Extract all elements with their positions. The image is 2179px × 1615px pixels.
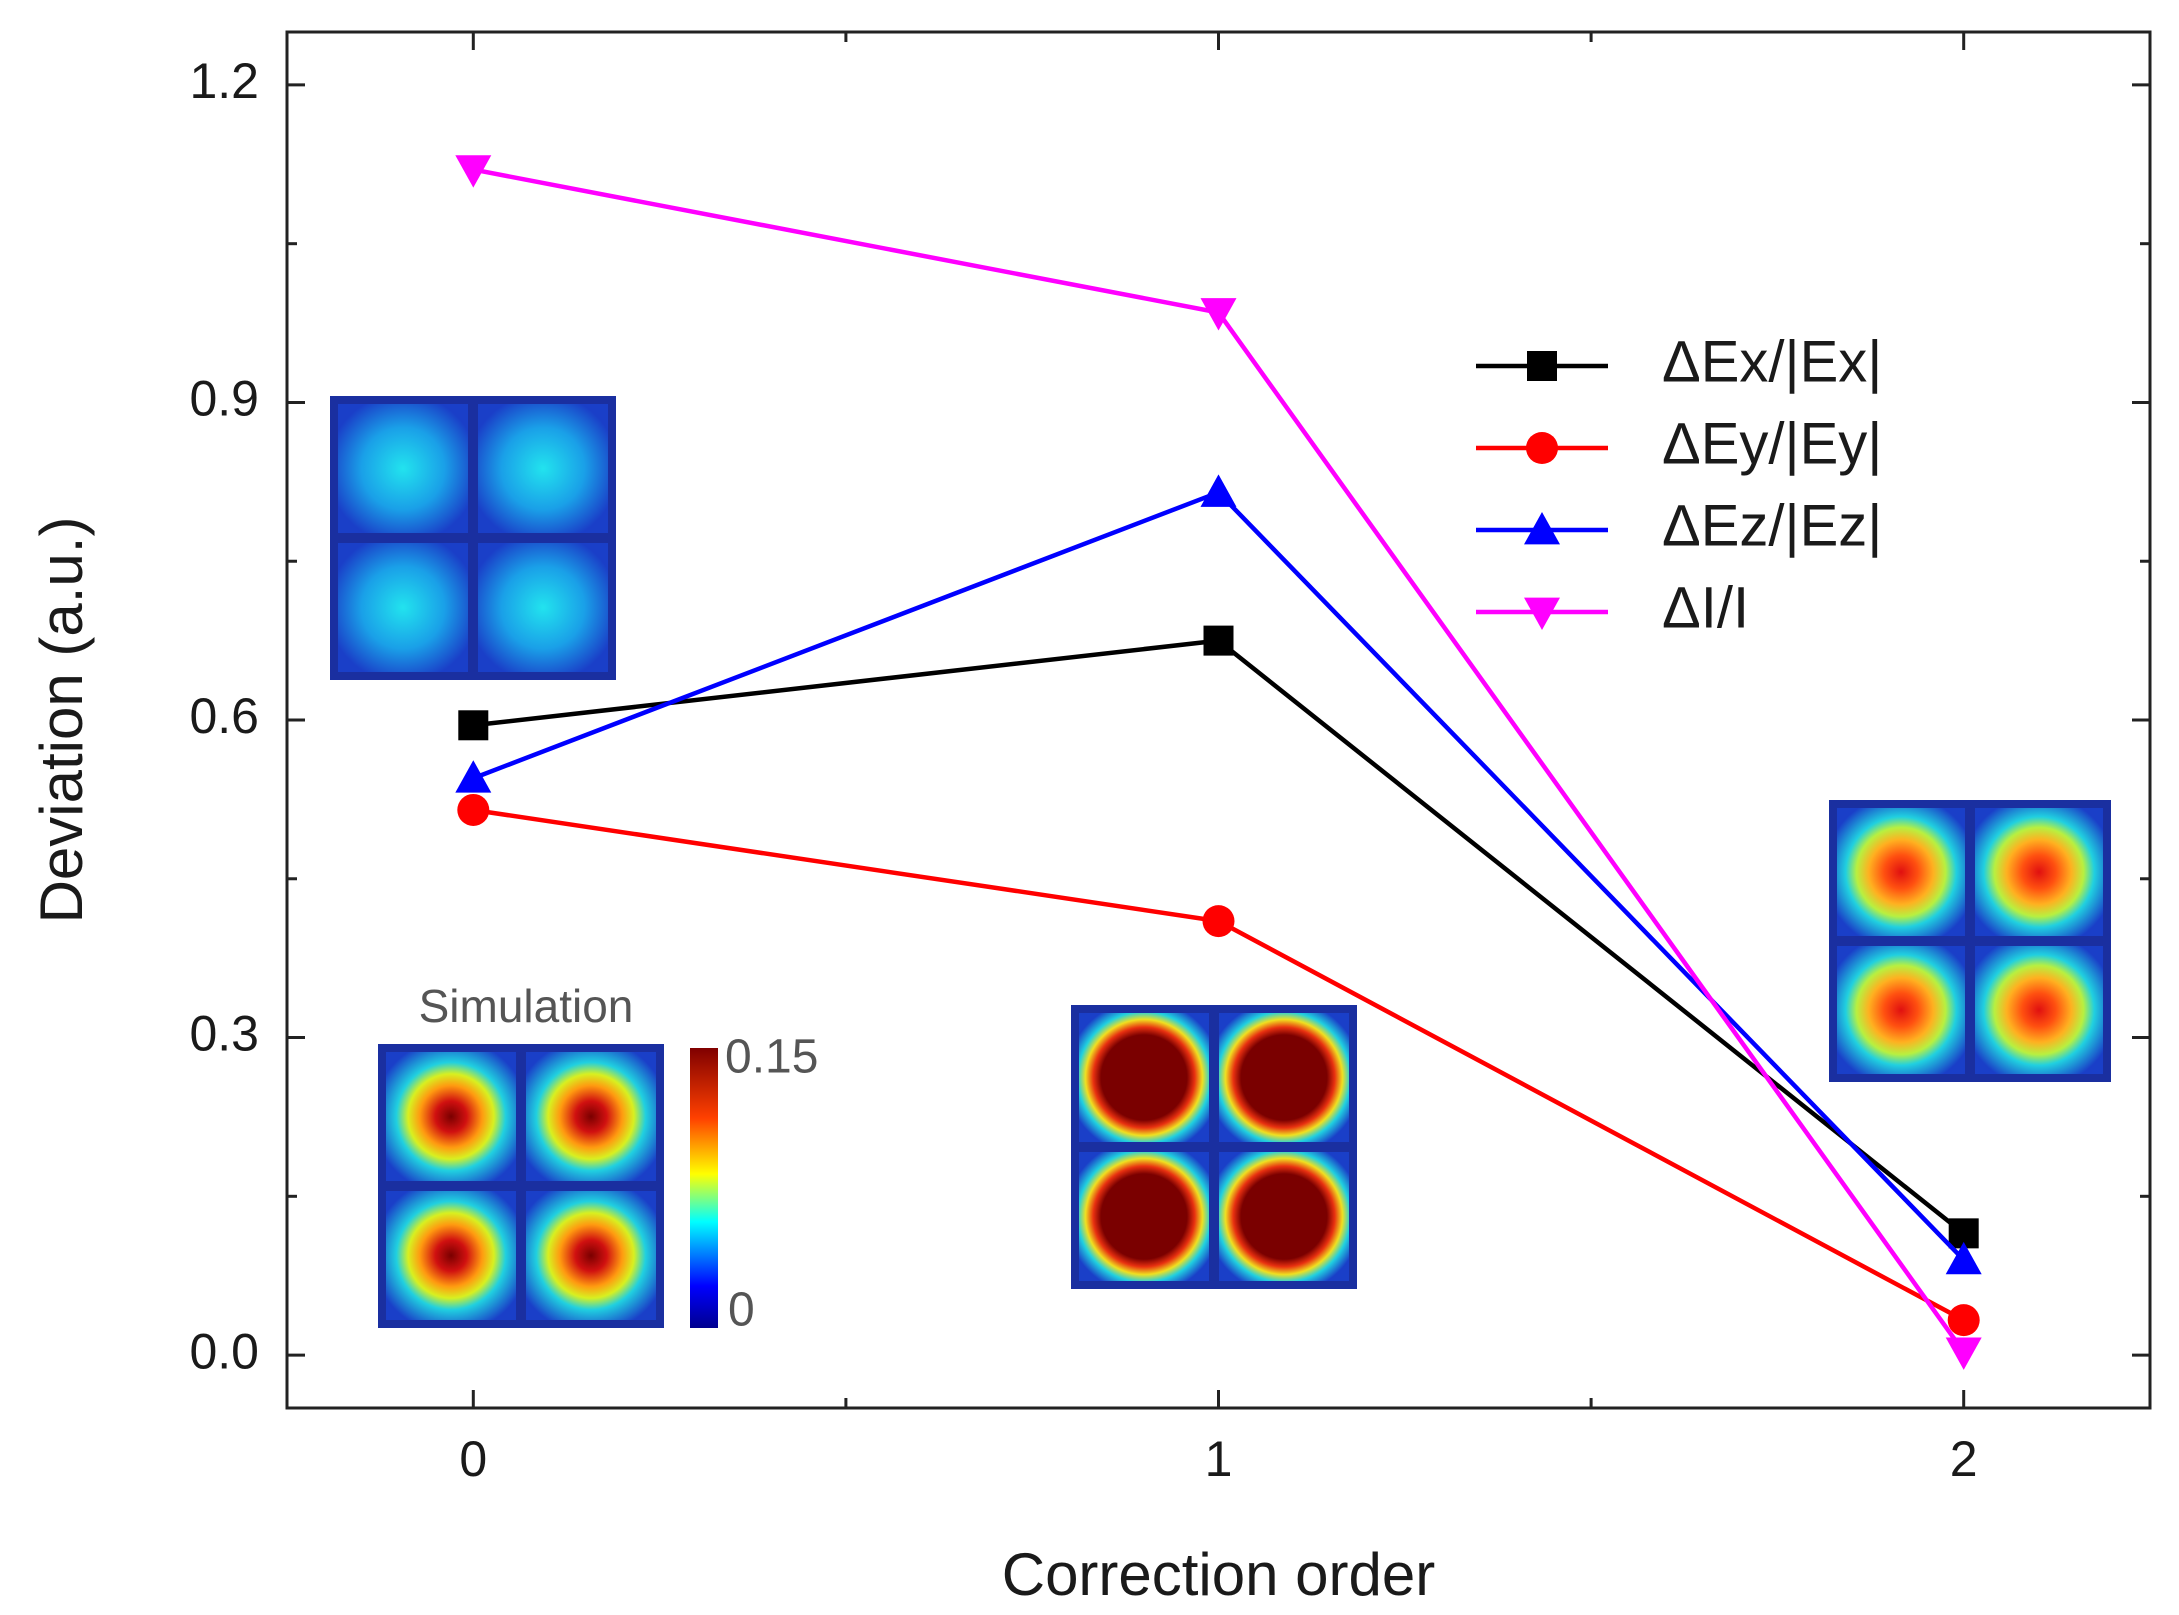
x-tick-label: 1	[1205, 1431, 1233, 1487]
series-group	[458, 625, 1979, 1249]
series-layer	[455, 155, 1982, 1370]
legend-label: ΔEy/|Ey|	[1662, 411, 1882, 476]
inset-cell	[1079, 1152, 1209, 1281]
y-axis-title: Deviation (a.u.)	[28, 517, 95, 924]
inset-cell	[1219, 1013, 1349, 1142]
heatmap-inset	[1829, 800, 2111, 1082]
data-point	[455, 760, 492, 793]
inset-cell	[1837, 946, 1965, 1074]
data-point	[1200, 474, 1237, 507]
y-tick-label: 0.0	[189, 1323, 259, 1379]
inset-cell	[1837, 808, 1965, 936]
inset-cell	[526, 1191, 656, 1320]
data-point	[455, 155, 492, 188]
inset-caption: Simulation	[419, 980, 634, 1032]
inset-cell	[478, 543, 608, 672]
legend-label: ΔEx/|Ex|	[1662, 329, 1882, 394]
data-point	[458, 710, 489, 741]
inset-cell	[386, 1191, 516, 1320]
inset-cell	[338, 404, 468, 533]
data-point	[457, 793, 490, 826]
inset-cell	[478, 404, 608, 533]
data-point	[1945, 1241, 1982, 1275]
series-group	[457, 793, 1980, 1337]
series-group	[455, 155, 1982, 1370]
legend-entry: ΔEz/|Ez|	[1476, 493, 1882, 558]
heatmap-inset	[330, 396, 616, 680]
legend: ΔEx/|Ex| ΔEy/|Ey| ΔEz/|Ez| ΔI/I	[1476, 329, 1882, 640]
y-tick-label: 1.2	[189, 53, 259, 109]
y-tick-label: 0.3	[189, 1006, 259, 1062]
colorbar-min-label: 0	[728, 1284, 755, 1337]
legend-marker	[1524, 597, 1560, 630]
inset-cell	[386, 1052, 516, 1181]
data-point	[1200, 298, 1237, 331]
inset-cell	[1079, 1013, 1209, 1142]
legend-label: ΔI/I	[1662, 575, 1749, 640]
x-tick-label: 2	[1950, 1431, 1978, 1487]
colorbar-max-label: 0.15	[725, 1031, 818, 1084]
x-axis-title: Correction order	[1002, 1541, 1436, 1608]
legend-marker	[1524, 512, 1560, 545]
legend-entry: ΔEx/|Ex|	[1476, 329, 1882, 394]
legend-marker	[1526, 432, 1558, 464]
inset-cell	[1975, 946, 2103, 1074]
data-point	[1945, 1337, 1982, 1370]
colorbar-gradient	[690, 1048, 718, 1328]
x-tick-label: 0	[459, 1431, 487, 1487]
inset-cell	[338, 543, 468, 672]
heatmap-inset	[1071, 1005, 1357, 1289]
legend-entry: ΔEy/|Ey|	[1476, 411, 1882, 476]
y-tick-label: 0.6	[189, 688, 259, 744]
legend-label: ΔEz/|Ez|	[1662, 493, 1882, 558]
heatmap-inset: Simulation	[378, 980, 664, 1328]
y-tick-label: 0.9	[189, 371, 259, 427]
inset-cell	[526, 1052, 656, 1181]
inset-cell	[1219, 1152, 1349, 1281]
inset-cell	[1975, 808, 2103, 936]
legend-entry: ΔI/I	[1476, 575, 1749, 640]
heatmap-insets: Simulation 0.15 0	[330, 396, 2111, 1337]
data-point	[1202, 905, 1235, 938]
colorbar: 0.15 0	[690, 1031, 818, 1337]
legend-marker	[1527, 351, 1557, 381]
data-point	[1203, 625, 1234, 656]
data-point	[1947, 1304, 1980, 1337]
